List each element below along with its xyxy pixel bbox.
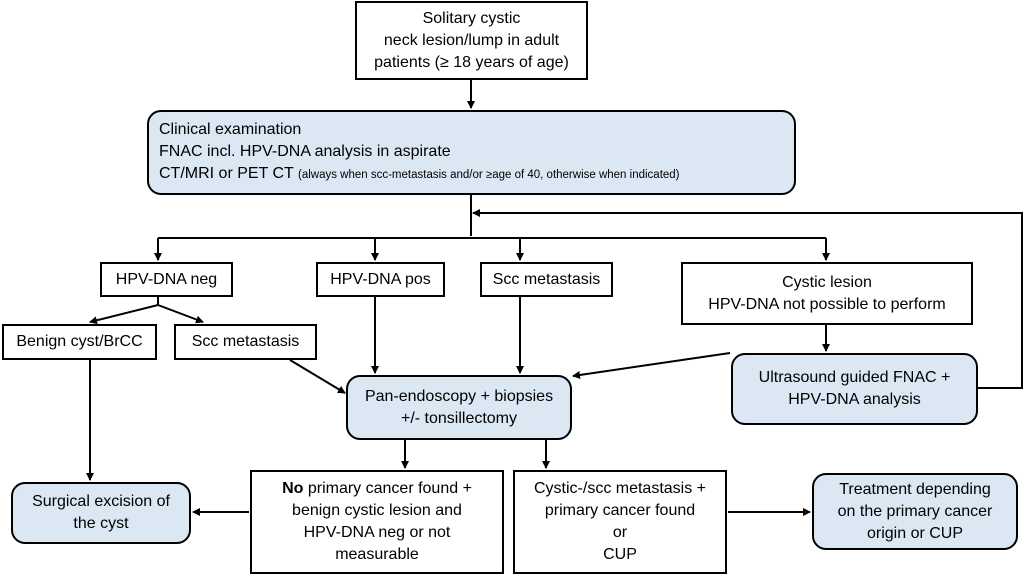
no-primary-node: No primary cancer found + benign cystic … (250, 470, 504, 574)
surgical-line-2: the cyst (73, 515, 129, 532)
clinical-line-2: FNAC incl. HPV-DNA analysis in aspirate (159, 143, 451, 160)
cystic-lesion-node: Cystic lesion HPV-DNA not possible to pe… (681, 262, 973, 325)
treatment-line-3: origin or CUP (866, 524, 964, 542)
start-line-2: neck lesion/lump in adult (383, 31, 560, 49)
arrow-cystic-to-pan (572, 352, 731, 379)
start-line-3: patients (≥ 18 years of age) (374, 53, 569, 71)
clinical-line-1: Clinical examination (159, 121, 302, 138)
start-node: Solitary cystic neck lesion/lump in adul… (355, 1, 588, 80)
primary-line-3: or (612, 524, 628, 541)
pan-endoscopy-line-1: Pan-endoscopy + biopsies (364, 387, 554, 405)
loop-back-arrow (472, 209, 1023, 389)
primary-line-1: Cystic-/scc metastasis + (533, 480, 707, 497)
hpv-pos-node: HPV-DNA pos (316, 262, 445, 297)
treatment-node: Treatment depending on the primary cance… (812, 473, 1018, 550)
arrow-scc-left-to-pan (289, 359, 346, 394)
scc-metastasis-left-node: Scc metastasis (174, 324, 317, 360)
scc-metastasis-left-label: Scc metastasis (191, 333, 300, 350)
no-primary-line-2: benign cystic lesion and (292, 502, 462, 519)
hpv-neg-label: HPV-DNA neg (115, 270, 218, 288)
pan-endoscopy-node: Pan-endoscopy + biopsies +/- tonsillecto… (346, 375, 572, 440)
hpv-pos-label: HPV-DNA pos (330, 270, 431, 288)
no-primary-line-4: measurable (335, 546, 419, 563)
hpv-neg-node: HPV-DNA neg (100, 262, 233, 297)
ultrasound-fnac-node: Ultrasound guided FNAC + HPV-DNA analysi… (731, 353, 978, 425)
surgical-excision-node: Surgical excision of the cyst (11, 482, 191, 544)
scc-metastasis-top-node: Scc metastasis (480, 262, 613, 297)
surgical-line-1: Surgical excision of (32, 493, 170, 510)
no-primary-bold: No (282, 480, 304, 497)
primary-found-node: Cystic-/scc metastasis + primary cancer … (513, 470, 727, 574)
treatment-line-2: on the primary cancer (837, 502, 993, 520)
arrow-to-benign (89, 304, 159, 325)
start-line-1: Solitary cystic (422, 9, 521, 27)
clinical-note: (always when scc-metastasis and/or ≥age … (297, 169, 680, 181)
clinical-line-3: CT/MRI or PET CT (159, 165, 294, 182)
ultrasound-line-2: HPV-DNA analysis (788, 391, 921, 408)
primary-line-4: CUP (603, 546, 637, 563)
cystic-line-2: HPV-DNA not possible to perform (708, 295, 946, 313)
no-primary-line-1: primary cancer found + (303, 480, 472, 497)
primary-line-2: primary cancer found (544, 502, 696, 519)
clinical-examination-node: Clinical examination FNAC incl. HPV-DNA … (147, 110, 796, 195)
no-primary-line-3: HPV-DNA neg or not (303, 524, 451, 541)
benign-cyst-label: Benign cyst/BrCC (16, 333, 143, 350)
ultrasound-line-1: Ultrasound guided FNAC + (758, 369, 951, 386)
scc-metastasis-top-label: Scc metastasis (492, 270, 601, 288)
treatment-line-1: Treatment depending (839, 480, 991, 498)
arrow-to-scc-left (157, 304, 204, 324)
pan-endoscopy-line-2: +/- tonsillectomy (400, 409, 518, 427)
cystic-line-1: Cystic lesion (782, 273, 872, 291)
benign-cyst-node: Benign cyst/BrCC (2, 324, 157, 360)
